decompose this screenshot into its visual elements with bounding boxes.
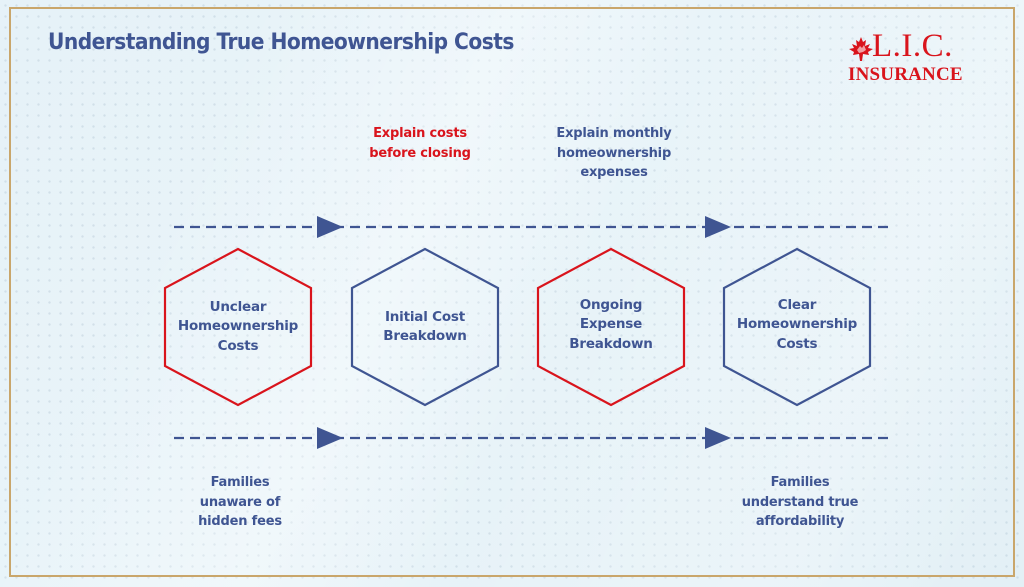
top-label-explain-monthly: Explain monthly homeownership expenses xyxy=(524,124,704,183)
stage-hexagon-3 xyxy=(536,247,686,407)
label-line: Initial Cost xyxy=(384,308,466,325)
logo-brand-text: L.I.C. xyxy=(872,28,953,64)
label-line: Homeownership xyxy=(736,316,858,333)
gold-frame xyxy=(9,7,1015,577)
label-line: Ongoing xyxy=(579,296,643,313)
page-title: Understanding True Homeownership Costs xyxy=(48,30,514,55)
logo-subtitle-text: INSURANCE xyxy=(848,64,963,85)
bottom-label-unaware: Families unaware of hidden fees xyxy=(150,473,330,532)
label-line: Breakdown xyxy=(383,328,467,344)
bottom-label-understand: Families understand true affordability xyxy=(710,473,890,532)
label-line: Families xyxy=(210,475,270,490)
stage-hexagon-1 xyxy=(163,247,313,407)
label-line: Costs xyxy=(776,335,818,352)
label-line: affordability xyxy=(755,514,845,529)
arrow-head-icon xyxy=(705,216,731,238)
label-line: Explain monthly xyxy=(556,126,672,141)
label-line: Clear xyxy=(777,296,817,313)
label-line: Homeownership xyxy=(177,318,299,335)
label-line: Breakdown xyxy=(569,335,653,352)
label-line: Unclear xyxy=(209,298,267,315)
stage-label-clear-costs: Clear Homeownership Costs xyxy=(722,247,872,403)
label-line: unaware of xyxy=(199,494,281,510)
stage-label-ongoing-expense: Ongoing Expense Breakdown xyxy=(536,247,686,403)
label-line: Costs xyxy=(217,337,259,354)
label-line: Explain costs xyxy=(373,126,467,141)
stage-label-unclear-costs: Unclear Homeownership Costs xyxy=(163,249,313,405)
arrow-head-icon xyxy=(317,427,343,449)
label-line: homeownership xyxy=(556,145,672,161)
stage-hexagon-4 xyxy=(722,247,872,407)
arrow-head-icon xyxy=(317,216,343,238)
label-line: expenses xyxy=(580,165,648,180)
top-label-explain-costs: Explain costs before closing xyxy=(330,124,510,163)
label-line: before closing xyxy=(369,145,471,161)
label-line: Expense xyxy=(579,316,643,333)
lic-insurance-logo: L.I.C. INSURANCE xyxy=(846,28,980,90)
label-line: Families xyxy=(770,475,830,490)
arrow-head-icon xyxy=(705,427,731,449)
label-line: hidden fees xyxy=(198,514,282,529)
maple-leaf-icon xyxy=(849,37,873,61)
label-line: understand true xyxy=(741,494,859,510)
stage-hexagon-2 xyxy=(350,247,500,407)
stage-label-initial-cost: Initial Cost Breakdown xyxy=(350,249,500,405)
